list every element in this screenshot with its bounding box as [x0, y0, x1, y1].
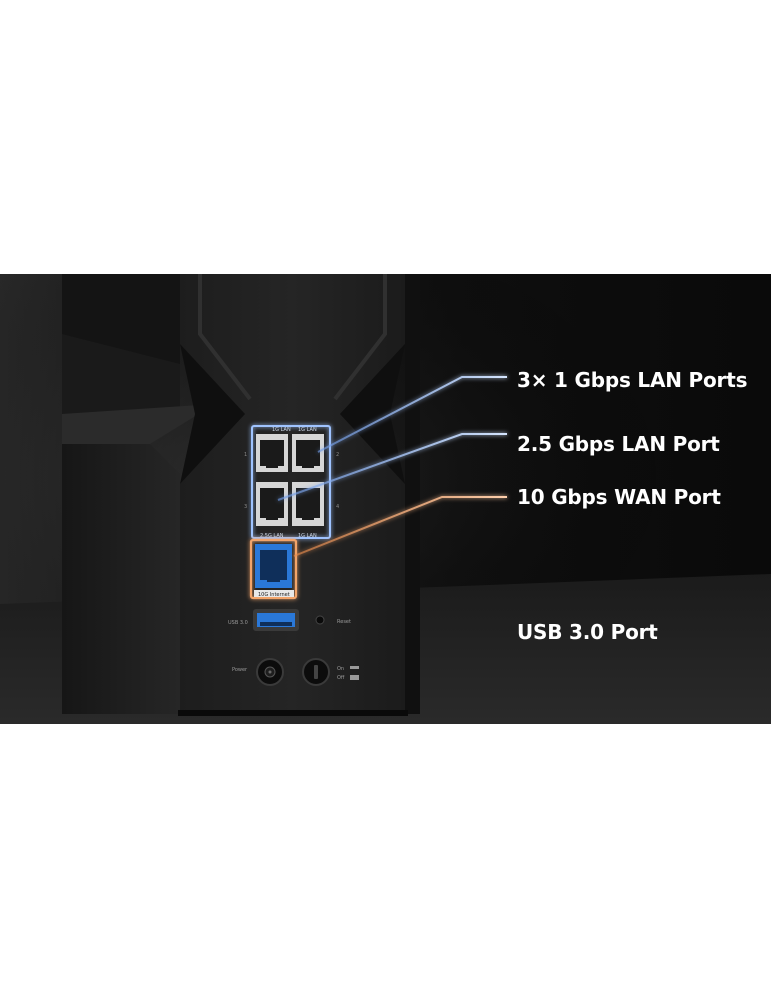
label-10g-internet: 10G Internet	[258, 592, 290, 598]
reset-hole	[315, 615, 325, 625]
label-1g-lan-a: 1G LAN	[272, 427, 291, 433]
power-jack	[256, 658, 284, 686]
label-power: Power	[232, 667, 248, 673]
wan-port	[255, 544, 292, 588]
label-usb: USB 3.0	[228, 620, 248, 626]
callout-1g-lan-ports: 3× 1 Gbps LAN Ports	[517, 368, 748, 392]
callout-10g-wan-port: 10 Gbps WAN Port	[517, 485, 721, 509]
port-number-4: 4	[336, 504, 339, 510]
callout-25g-lan-port: 2.5 Gbps LAN Port	[517, 432, 720, 456]
label-reset: Reset	[337, 619, 351, 625]
lan-port-3	[256, 482, 288, 526]
label-off: Off	[337, 675, 345, 681]
lan-port-1	[256, 434, 288, 472]
leader-line-lan-1g	[317, 376, 507, 453]
lan-port-2	[292, 434, 324, 472]
port-number-3: 3	[244, 504, 247, 510]
port-number-2: 2	[336, 452, 339, 458]
router-back-photo: 1G LAN 1G LAN 1 2 3 4 2.5G LAN 1G LAN	[0, 274, 771, 724]
wan-port-highlight	[249, 538, 298, 600]
label-on: On	[337, 666, 344, 672]
power-switch	[302, 658, 330, 686]
callout-usb-port: USB 3.0 Port	[517, 620, 658, 644]
usb-port	[253, 609, 299, 631]
label-1g-lan-b: 1G LAN	[298, 427, 317, 433]
label-25g-lan: 2.5G LAN	[260, 533, 284, 539]
leader-line-lan-25g	[277, 433, 507, 501]
router-side	[62, 444, 180, 714]
port-number-1: 1	[244, 452, 247, 458]
router-illustration: 1G LAN 1G LAN 1 2 3 4 2.5G LAN 1G LAN	[0, 274, 771, 724]
leader-line-wan	[293, 496, 507, 557]
label-1g-lan-c: 1G LAN	[298, 533, 317, 539]
